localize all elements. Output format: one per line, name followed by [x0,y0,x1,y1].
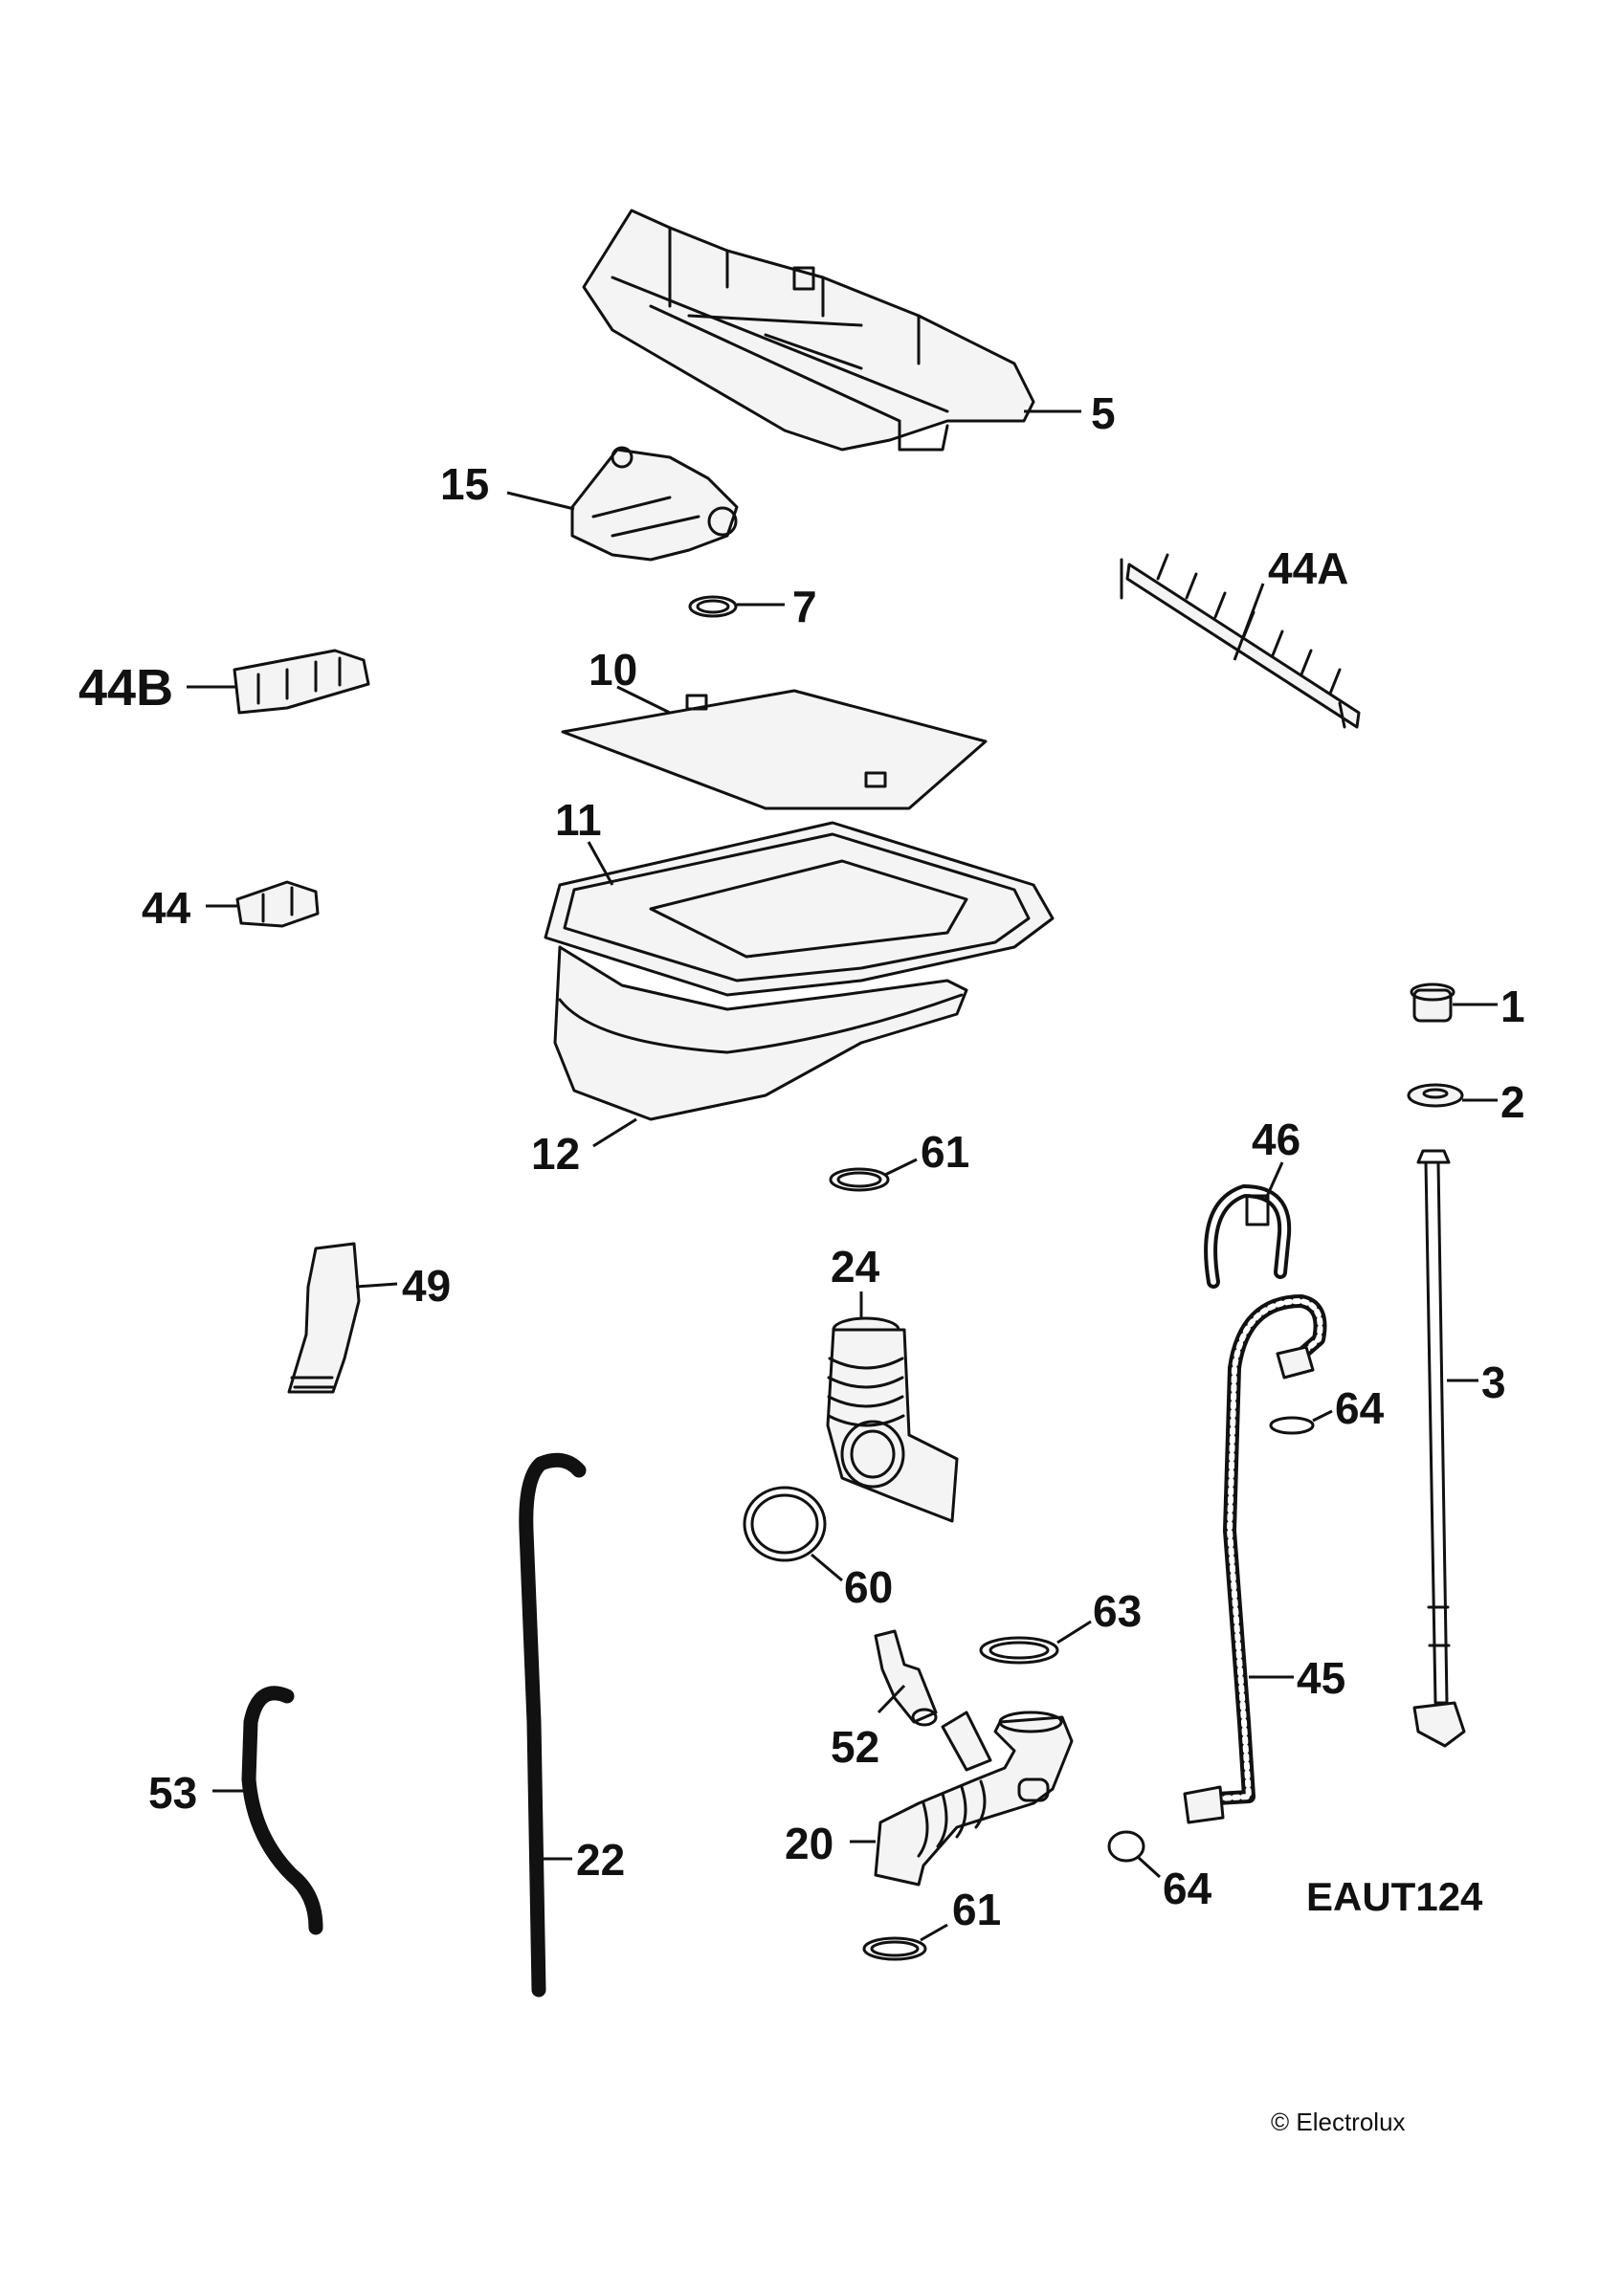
part-53-small-hose [241,1686,323,1935]
callout-11: 11 [555,795,602,845]
part-52-pressure-chamber [874,1629,938,1727]
callout-15: 15 [440,459,489,509]
leader-61-lower [920,1923,948,1942]
callout-53: 53 [148,1768,197,1818]
part-64-upper-clamp [1269,1416,1315,1435]
callout-63: 63 [1093,1586,1142,1636]
part-44-single-clip [235,880,320,928]
part-20-sump-hose [874,1711,1074,1887]
callout-12: 12 [531,1129,580,1179]
part-12-tub [553,945,968,1121]
callout-61-lower: 61 [952,1885,1001,1934]
part-49-panel-bracket [287,1242,361,1394]
part-10-lid-panel [561,689,988,810]
callout-60: 60 [844,1562,893,1612]
part-64-lower-clamp [1107,1830,1145,1863]
callout-20: 20 [785,1819,833,1868]
copyright-notice: © Electrolux [1271,2108,1406,2136]
part-45-drain-hose [1183,1294,1327,1824]
callout-52: 52 [831,1722,879,1772]
leader-60 [811,1553,843,1582]
part-46-hose-guide [1204,1184,1292,1289]
part-15-valve [570,446,739,562]
leader-64-upper [1312,1409,1333,1423]
part-63-clamp [979,1636,1059,1665]
callout-45: 45 [1297,1653,1345,1703]
callout-5: 5 [1091,388,1116,438]
part-11-tub-top-ring [544,821,1055,997]
callout-49: 49 [402,1261,451,1311]
callout-1: 1 [1500,982,1525,1031]
leader-10 [616,685,671,715]
callout-61-upper: 61 [921,1127,969,1177]
part-2-washer [1407,1083,1464,1108]
part-7-seal-ring [688,595,738,618]
part-61-upper-clamp [829,1167,890,1192]
callout-7: 7 [792,582,817,631]
callout-44B: 44B [78,659,173,717]
leader-11 [587,841,614,886]
leader-49 [355,1282,398,1289]
part-5-dispenser-housing [582,209,1035,452]
part-1-cap [1410,982,1455,1023]
part-22-long-hose [519,1452,587,1998]
callout-64-upper: 64 [1335,1383,1385,1433]
part-3-inlet-pipe [1412,1149,1466,1748]
leader-63 [1056,1620,1092,1645]
leader-46 [1263,1161,1284,1202]
leader-61-upper [884,1158,918,1177]
part-44B-multi-clip [233,649,370,715]
callout-10: 10 [589,645,637,695]
leader-15 [506,491,575,511]
part-60-large-clamp [743,1486,827,1562]
callout-3: 3 [1481,1358,1506,1407]
callout-24: 24 [831,1242,880,1292]
callout-46: 46 [1252,1115,1300,1164]
leader-12 [592,1117,637,1148]
callout-44A: 44A [1268,543,1348,593]
part-24-bellows-pipe [826,1316,959,1523]
reference-code: EAUT124 [1306,1874,1483,1919]
callout-64-lower: 64 [1163,1864,1212,1913]
leader-52 [877,1684,906,1714]
callout-22: 22 [576,1835,625,1885]
leader-44A [1233,583,1265,661]
part-61-lower-clamp [862,1936,927,1961]
callout-2: 2 [1500,1077,1525,1127]
callout-44: 44 [142,883,191,933]
leader-64-lower [1137,1856,1162,1879]
